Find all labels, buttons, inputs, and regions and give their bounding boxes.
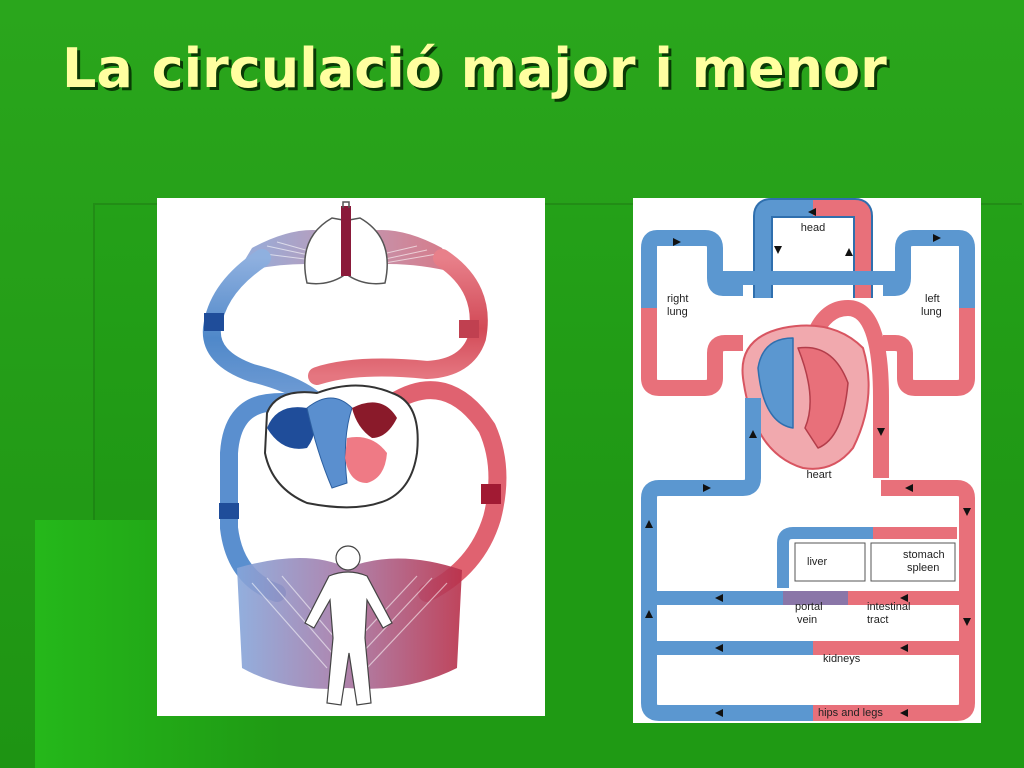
label-spleen: spleen <box>907 562 939 574</box>
label-right-lung-2: lung <box>667 306 688 318</box>
label-intestinal-1: intestinal <box>867 601 910 613</box>
portal-vein-segment <box>783 591 848 605</box>
head-arterial-vessel <box>813 200 871 298</box>
label-hips-legs: hips and legs <box>818 707 883 719</box>
left-lung-arterial-vessel <box>883 308 975 396</box>
artery-marker <box>481 484 501 504</box>
label-liver: liver <box>807 556 828 568</box>
slide-title: La circulació major i menor <box>62 37 887 100</box>
label-heart: heart <box>806 469 831 481</box>
circulation-illustration <box>157 198 545 716</box>
pulmonary-vein-marker <box>459 320 479 338</box>
circulation-illustration-svg <box>202 201 507 706</box>
label-portal-1: portal <box>795 601 823 613</box>
label-portal-2: vein <box>797 614 817 626</box>
vein-marker <box>219 503 239 519</box>
inferior-vena-cava-vessel <box>641 398 813 721</box>
circulation-schematic: head right lung left lung heart liver st… <box>633 198 981 723</box>
label-left-lung-1: left <box>925 293 940 305</box>
label-stomach: stomach <box>903 549 945 561</box>
right-lung-venous-vessel <box>641 230 743 308</box>
label-intestinal-2: tract <box>867 614 888 626</box>
label-head: head <box>801 222 825 234</box>
left-lung-venous-vessel <box>883 230 975 308</box>
liver-box <box>794 542 866 582</box>
right-lung-arterial-vessel <box>641 308 743 396</box>
circulation-schematic-svg: head right lung left lung heart liver st… <box>641 198 975 721</box>
label-right-lung-1: right <box>667 293 688 305</box>
pulmonary-artery-marker <box>204 313 224 331</box>
head-venous-vessel <box>755 200 813 298</box>
heart-icon <box>263 384 419 509</box>
label-kidneys: kidneys <box>823 653 861 665</box>
pulmonary-vein-vessel <box>308 249 488 385</box>
lungs-icon <box>304 201 388 285</box>
label-left-lung-2: lung <box>921 306 942 318</box>
left-heart-chambers <box>797 346 849 449</box>
hepatic-vein-vessel <box>777 527 957 588</box>
right-heart-chambers <box>757 337 794 429</box>
stomach-spleen-box <box>870 542 956 582</box>
flow-arrows <box>645 208 971 717</box>
human-body-icon <box>304 545 393 706</box>
aorta-vessel <box>383 381 507 602</box>
